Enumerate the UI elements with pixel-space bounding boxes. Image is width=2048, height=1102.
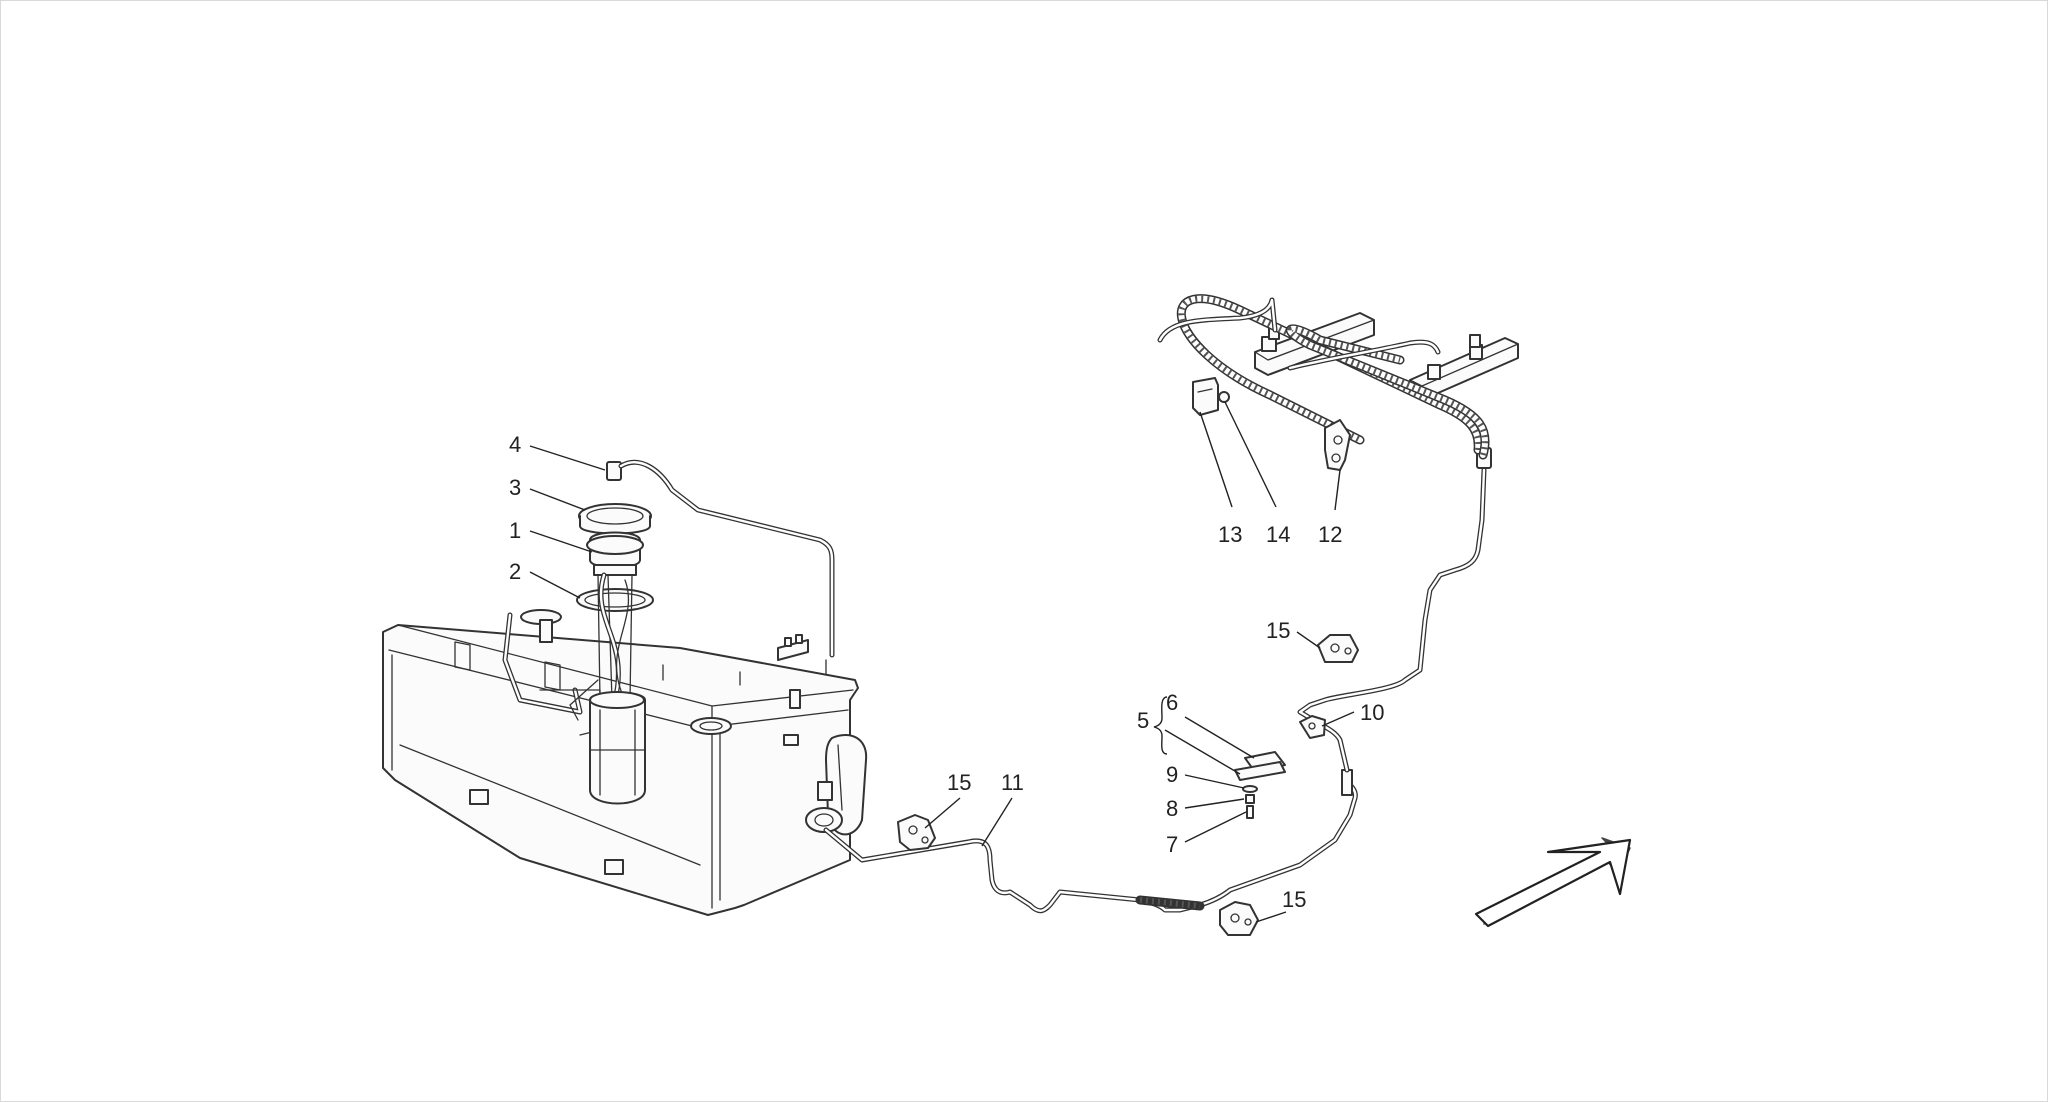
callout-3: 3: [509, 475, 521, 500]
fuel-rails: [1157, 294, 1519, 460]
pump-feed-line: [618, 459, 835, 676]
callout-15-bottom: 15: [1282, 887, 1306, 912]
callout-15-top: 15: [1266, 618, 1290, 643]
fuel-pump-assembly: [569, 461, 654, 805]
callout-6: 6: [1166, 690, 1178, 715]
clamp-15-bottom: [1219, 901, 1259, 936]
callout-labels: 4 3 1 2 13 14 12 15 10 5 6 9 8 7 15 11 1…: [509, 432, 1384, 912]
leader-lines: [529, 401, 1355, 923]
callout-5: 5: [1137, 708, 1149, 733]
nut-14: [1218, 391, 1230, 403]
clamp-12: [1324, 419, 1351, 471]
bracket-13: [1192, 377, 1219, 416]
callout-10: 10: [1360, 700, 1384, 725]
callout-8: 8: [1166, 796, 1178, 821]
bolt-7: [1246, 805, 1254, 819]
clamp-15-left: [897, 814, 936, 851]
spacer-8: [1245, 794, 1255, 804]
callout-13: 13: [1218, 522, 1242, 547]
bracket-6: [1234, 751, 1286, 781]
callout-12: 12: [1318, 522, 1342, 547]
arrow-icon: [1474, 837, 1632, 928]
washer-9: [1242, 785, 1258, 793]
callout-11: 11: [1001, 770, 1024, 795]
callout-2: 2: [509, 559, 521, 584]
callout-4: 4: [509, 432, 521, 457]
callout-7: 7: [1166, 832, 1178, 857]
callout-1: 1: [509, 518, 521, 543]
clamp-15-top: [1317, 634, 1359, 663]
clamp-10: [1299, 715, 1326, 739]
callout-14: 14: [1266, 522, 1290, 547]
callout-15-left: 15: [947, 770, 971, 795]
callout-9: 9: [1166, 762, 1178, 787]
